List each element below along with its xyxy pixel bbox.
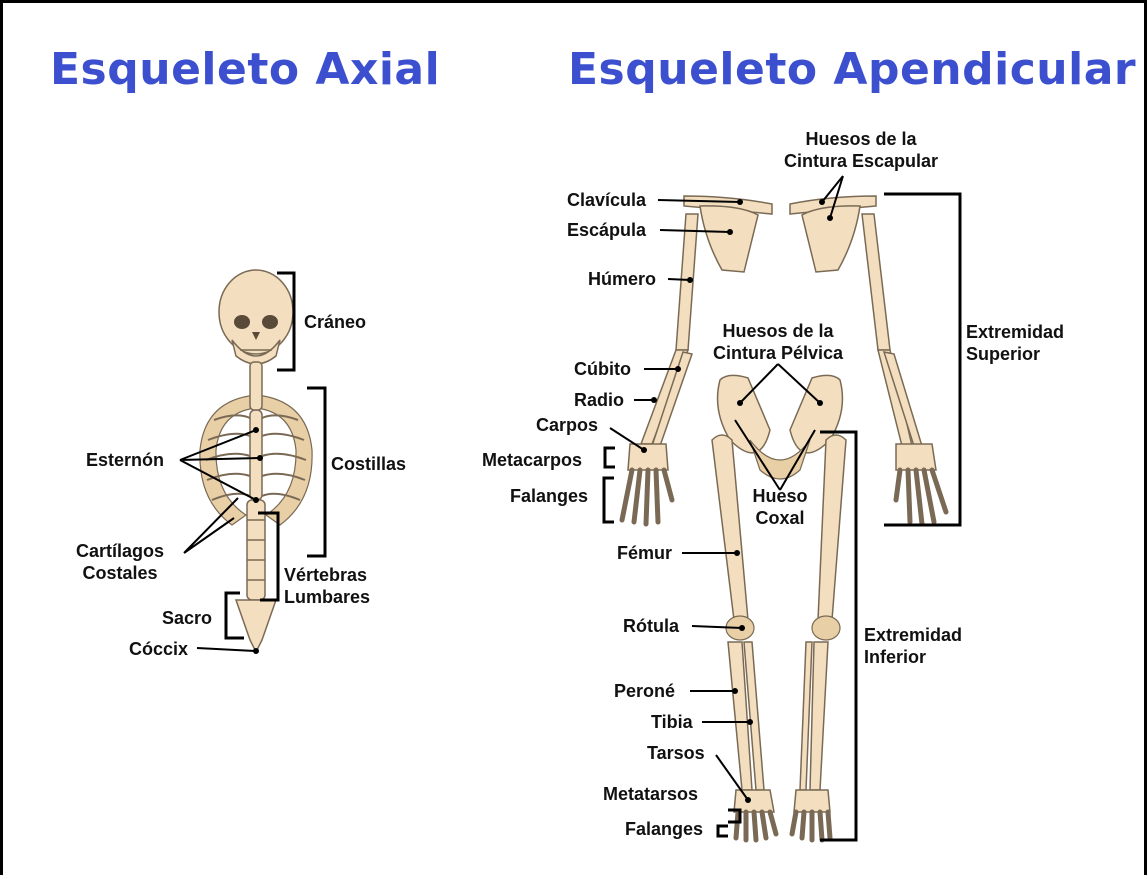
label-falanges-pie: Falanges: [625, 819, 704, 839]
label-sacro: Sacro: [162, 608, 213, 628]
label-tarsos: Tarsos: [647, 743, 705, 763]
axial-skeleton: [199, 269, 313, 654]
title-axial: Esqueleto Axial: [50, 44, 441, 95]
appendicular-skeleton: [619, 195, 949, 843]
title-apendicular: Esqueleto Apendicular: [568, 44, 1137, 95]
label-hueso-coxal: Hueso Coxal: [752, 486, 808, 528]
label-cartilagos-costales: Cartílagos Costales: [76, 541, 165, 583]
label-perone: Peroné: [614, 681, 676, 701]
label-craneo: Cráneo: [304, 312, 367, 332]
label-cintura-pelvica: Huesos de la Cintura Pélvica: [712, 321, 844, 363]
label-cintura-escapular: Huesos de la Cintura Escapular: [783, 129, 939, 171]
label-costillas: Costillas: [331, 454, 407, 474]
label-esternon: Esternón: [86, 450, 165, 470]
label-vertebras-lumbares: Vértebras Lumbares: [284, 565, 371, 607]
label-escapula: Escápula: [567, 220, 647, 240]
label-femur: Fémur: [617, 543, 673, 563]
axial-annotations: [179, 271, 327, 654]
label-radio: Radio: [574, 390, 625, 410]
label-falanges-mano: Falanges: [510, 486, 589, 506]
label-rotula: Rótula: [623, 616, 679, 636]
appendicular-annotations: [602, 175, 962, 842]
spine: [234, 361, 278, 654]
label-carpos: Carpos: [536, 415, 599, 435]
label-tibia: Tibia: [651, 712, 693, 732]
label-extremidad-superior: Extremidad Superior: [966, 322, 1065, 364]
label-metatarsos: Metatarsos: [603, 784, 699, 804]
label-humero: Húmero: [588, 269, 657, 289]
label-clavicula: Clavícula: [567, 190, 647, 210]
skull: [218, 269, 294, 365]
label-coccix: Cóccix: [129, 639, 189, 659]
label-extremidad-inferior: Extremidad Inferior: [864, 625, 963, 667]
label-metacarpos: Metacarpos: [482, 450, 583, 470]
label-cubito: Cúbito: [574, 359, 631, 379]
ribcage: [199, 394, 313, 526]
